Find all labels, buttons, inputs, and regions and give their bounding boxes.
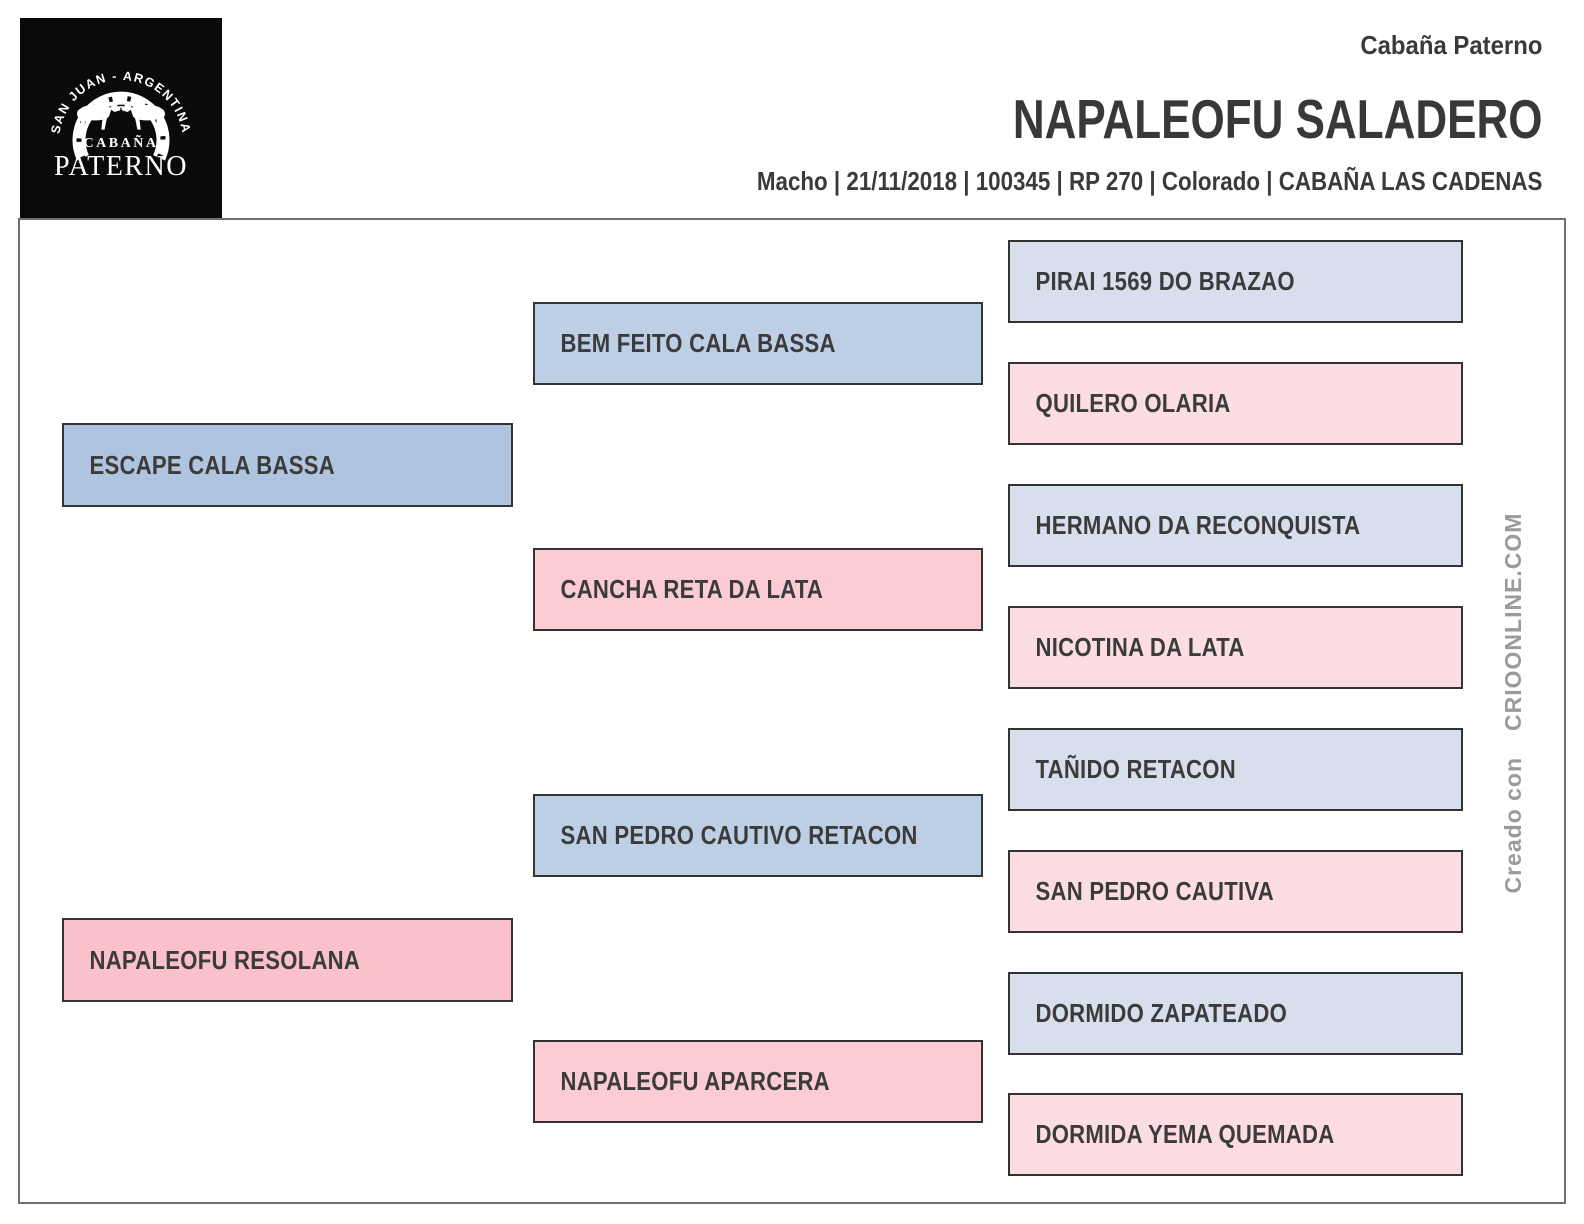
- pedigree-node-great-grandparent-5: TAÑIDO RETACON: [1008, 728, 1463, 811]
- pedigree-node-dams-dam: NAPALEOFU APARCERA: [533, 1040, 983, 1123]
- horse-details-line: Macho | 21/11/2018 | 100345 | RP 270 | C…: [756, 166, 1542, 196]
- pedigree-node-great-grandparent-7: DORMIDO ZAPATEADO: [1008, 972, 1463, 1055]
- pedigree-node-great-grandparent-4: NICOTINA DA LATA: [1008, 606, 1463, 689]
- pedigree-node-great-grandparent-3: HERMANO DA RECONQUISTA: [1008, 484, 1463, 567]
- logo-paterno-text: PATERNO: [54, 151, 188, 182]
- pedigree-node-dam: NAPALEOFU RESOLANA: [62, 918, 513, 1002]
- watermark-credit: Creado con CRIOONLINE.COM: [1500, 503, 1530, 903]
- pedigree-node-dams-sire: SAN PEDRO CAUTIVO RETACON: [533, 794, 983, 877]
- pedigree-node-great-grandparent-1: PIRAI 1569 DO BRAZAO: [1008, 240, 1463, 323]
- page-title-horse-name: NAPALEOFU SALADERO: [1012, 88, 1542, 150]
- horseshoe-horses-logo-icon: SAN JUAN - ARGENTINA CABAÑA PATERNO: [20, 18, 222, 218]
- pedigree-node-sires-sire: BEM FEITO CALA BASSA: [533, 302, 983, 385]
- cabana-paterno-logo: SAN JUAN - ARGENTINA CABAÑA PATERNO: [20, 18, 222, 218]
- pedigree-node-great-grandparent-8: DORMIDA YEMA QUEMADA: [1008, 1093, 1463, 1176]
- horseshoe-icon: [72, 91, 170, 161]
- pedigree-node-great-grandparent-6: SAN PEDRO CAUTIVA: [1008, 850, 1463, 933]
- pedigree-node-sire: ESCAPE CALA BASSA: [62, 423, 513, 507]
- pedigree-node-sires-dam: CANCHA RETA DA LATA: [533, 548, 983, 631]
- company-name: Cabaña Paterno: [1359, 30, 1542, 60]
- watermark-prefix: Creado con: [1500, 756, 1526, 894]
- watermark-site: CRIOONLINE.COM: [1500, 512, 1526, 731]
- pedigree-node-great-grandparent-2: QUILERO OLARIA: [1008, 362, 1463, 445]
- logo-cabana-text: CABAÑA: [84, 133, 159, 151]
- header: Cabaña Paterno NAPALEOFU SALADERO Macho …: [629, 30, 1542, 196]
